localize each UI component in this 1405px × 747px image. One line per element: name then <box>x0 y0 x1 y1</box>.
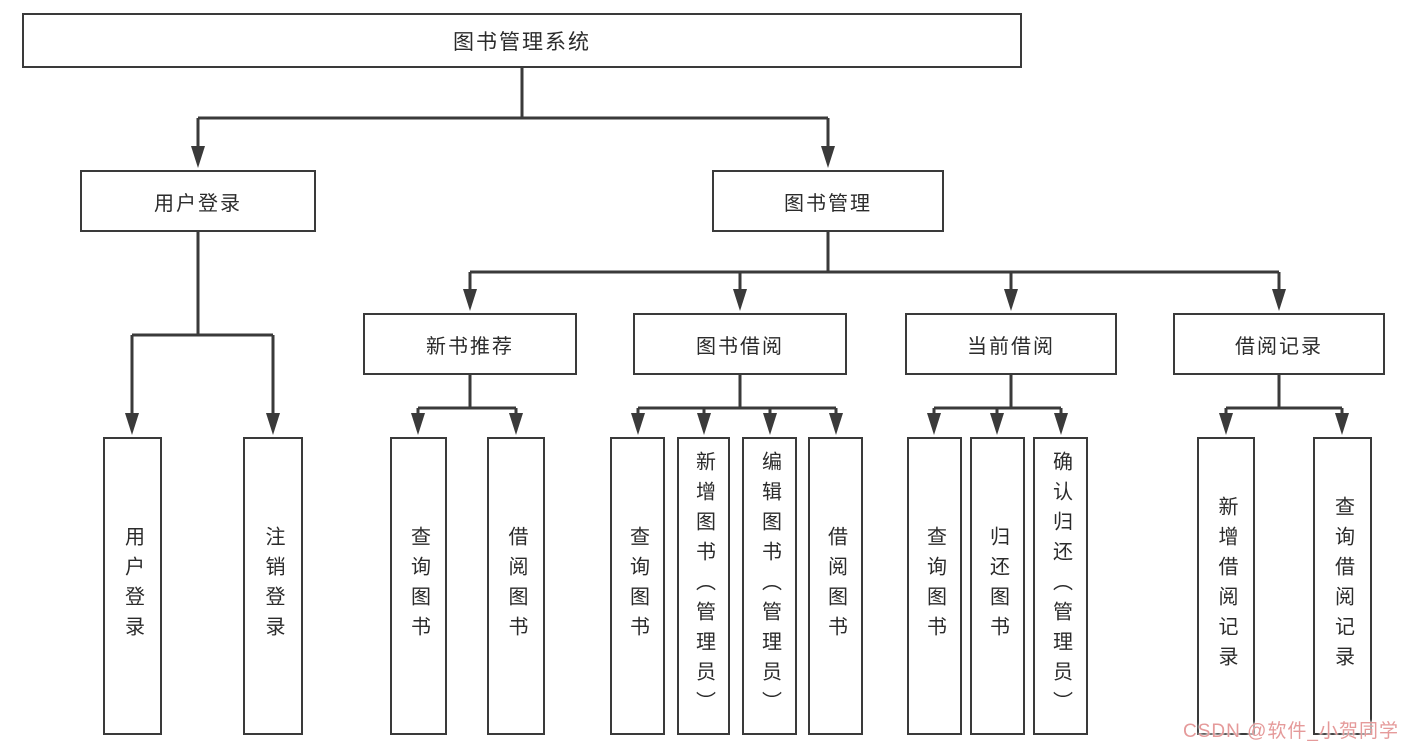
leaf-query-borrow-record: 查询借阅记录 <box>1313 437 1372 735</box>
leaf-label: 新增图书（管理员） <box>692 451 715 721</box>
csdn-watermark: CSDN @软件_小贺同学 <box>1183 721 1399 742</box>
node-library-system: 图书管理系统 <box>22 13 1022 68</box>
node-current-borrow: 当前借阅 <box>905 313 1117 375</box>
leaf-query-books-1: 查询图书 <box>390 437 447 735</box>
leaf-label: 编辑图书（管理员） <box>758 451 781 721</box>
leaf-user-login: 用户登录 <box>103 437 162 735</box>
leaf-label: 用户登录 <box>121 526 144 646</box>
leaf-label: 借阅图书 <box>824 526 847 646</box>
leaf-label: 查询图书 <box>407 526 430 646</box>
leaf-label: 借阅图书 <box>505 526 527 646</box>
node-new-book-recommend: 新书推荐 <box>363 313 577 375</box>
node-user-login: 用户登录 <box>80 170 316 232</box>
leaf-edit-books-admin: 编辑图书（管理员） <box>742 437 797 735</box>
node-borrow-records: 借阅记录 <box>1173 313 1385 375</box>
leaf-borrow-books-1: 借阅图书 <box>487 437 545 735</box>
leaf-label: 确认归还（管理员） <box>1049 451 1072 721</box>
leaf-borrow-books-2: 借阅图书 <box>808 437 863 735</box>
leaf-add-books-admin: 新增图书（管理员） <box>677 437 730 735</box>
leaf-confirm-return-admin: 确认归还（管理员） <box>1033 437 1088 735</box>
leaf-add-borrow-record: 新增借阅记录 <box>1197 437 1255 735</box>
leaf-return-books: 归还图书 <box>970 437 1025 735</box>
node-book-management: 图书管理 <box>712 170 944 232</box>
leaf-label: 注销登录 <box>262 526 284 646</box>
leaf-query-books-2: 查询图书 <box>610 437 665 735</box>
leaf-label: 查询图书 <box>923 526 946 646</box>
leaf-query-books-3: 查询图书 <box>907 437 962 735</box>
arrowheads <box>125 146 1349 435</box>
leaf-label: 查询图书 <box>626 526 649 646</box>
leaf-logout: 注销登录 <box>243 437 303 735</box>
leaf-label: 查询借阅记录 <box>1331 496 1354 676</box>
leaf-label: 归还图书 <box>986 526 1009 646</box>
node-book-borrow: 图书借阅 <box>633 313 847 375</box>
leaf-label: 新增借阅记录 <box>1215 496 1237 676</box>
